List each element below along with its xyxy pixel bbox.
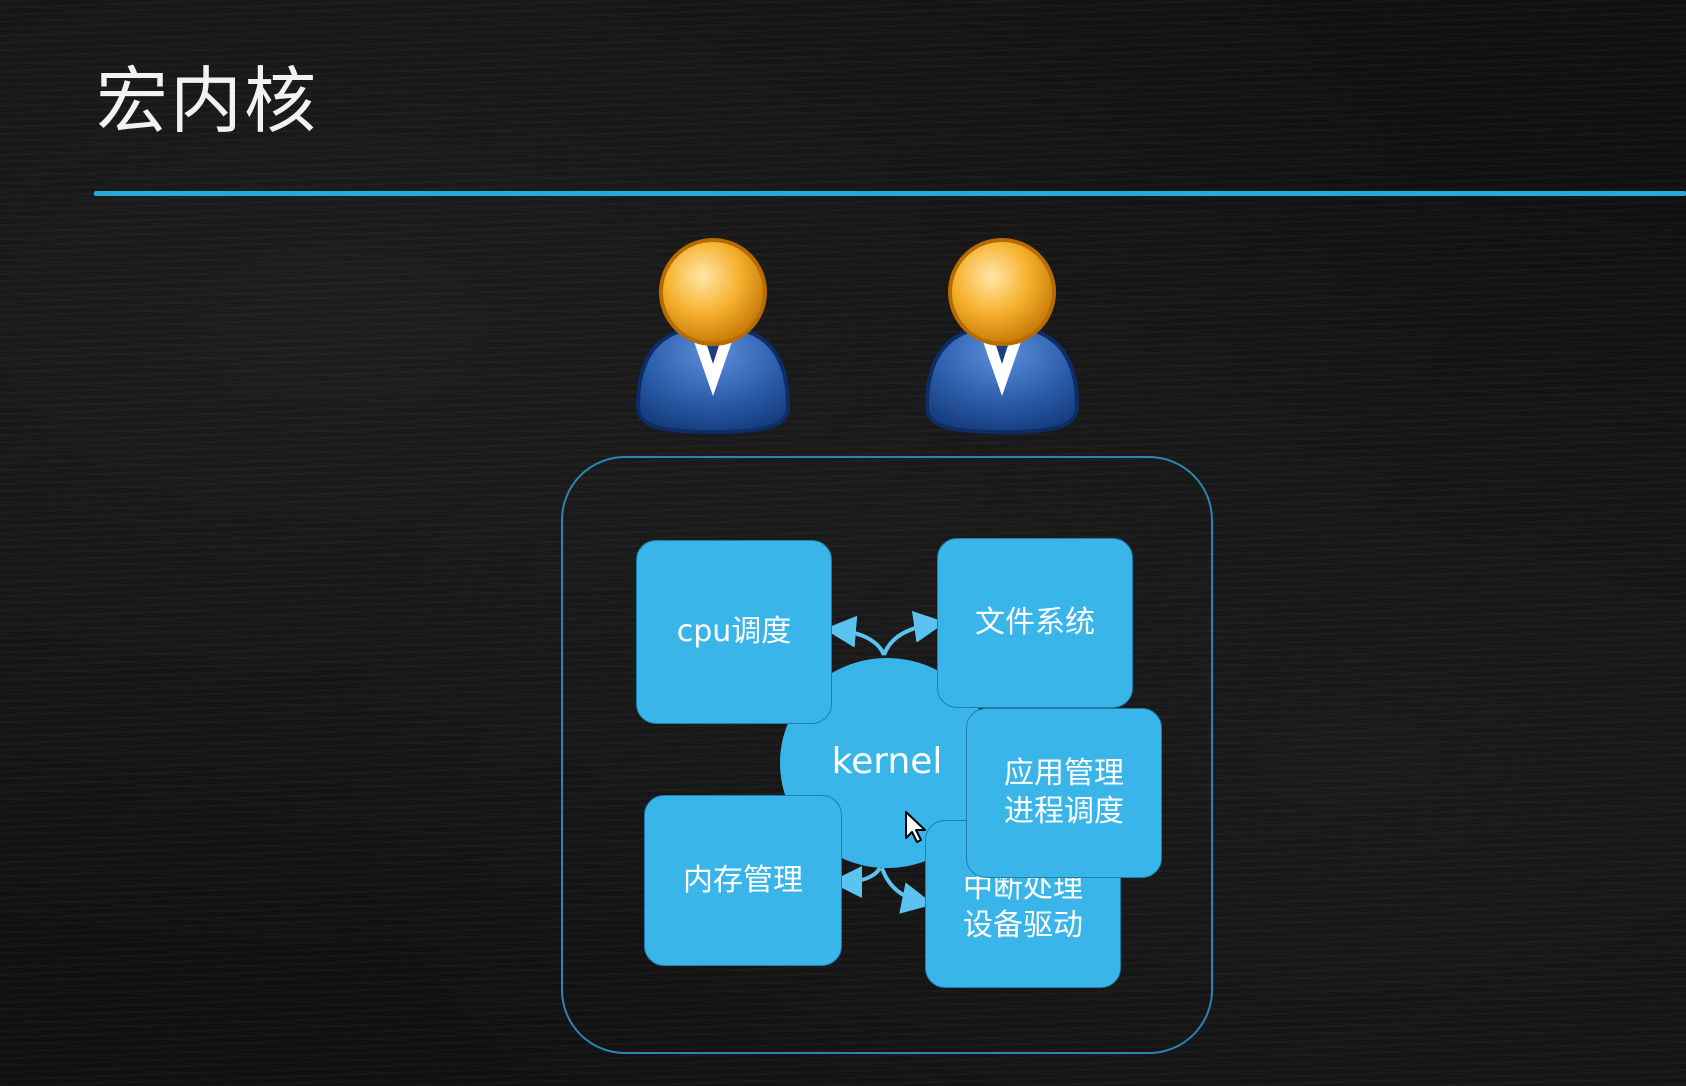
kernel-label: kernel <box>831 741 943 782</box>
arrow-to-irq <box>880 867 934 914</box>
module-app-label-2: 进程调度 <box>1004 794 1124 829</box>
module-file-system: 文件系统 <box>937 538 1133 708</box>
module-cpu-label: cpu调度 <box>676 614 792 649</box>
module-mem-label: 内存管理 <box>683 862 803 898</box>
user-icon <box>924 238 1080 435</box>
module-cpu-scheduling: cpu调度 <box>636 540 832 724</box>
arrow-to-mem <box>830 865 882 898</box>
module-fs-label: 文件系统 <box>975 605 1095 640</box>
module-app-process: 应用管理 进程调度 <box>966 708 1162 878</box>
user-icon <box>635 238 791 435</box>
module-app-label-1: 应用管理 <box>1004 756 1124 791</box>
kernel-space-frame <box>561 456 1213 1054</box>
arrow-to-fs <box>882 610 946 656</box>
title-divider <box>94 191 1686 196</box>
module-irq-label-2: 设备驱动 <box>963 908 1083 943</box>
slide-title: 宏内核 <box>96 59 319 143</box>
arrow-to-cpu <box>824 615 886 656</box>
module-memory-management: 内存管理 <box>644 795 842 966</box>
mouse-pointer-icon <box>905 811 926 843</box>
